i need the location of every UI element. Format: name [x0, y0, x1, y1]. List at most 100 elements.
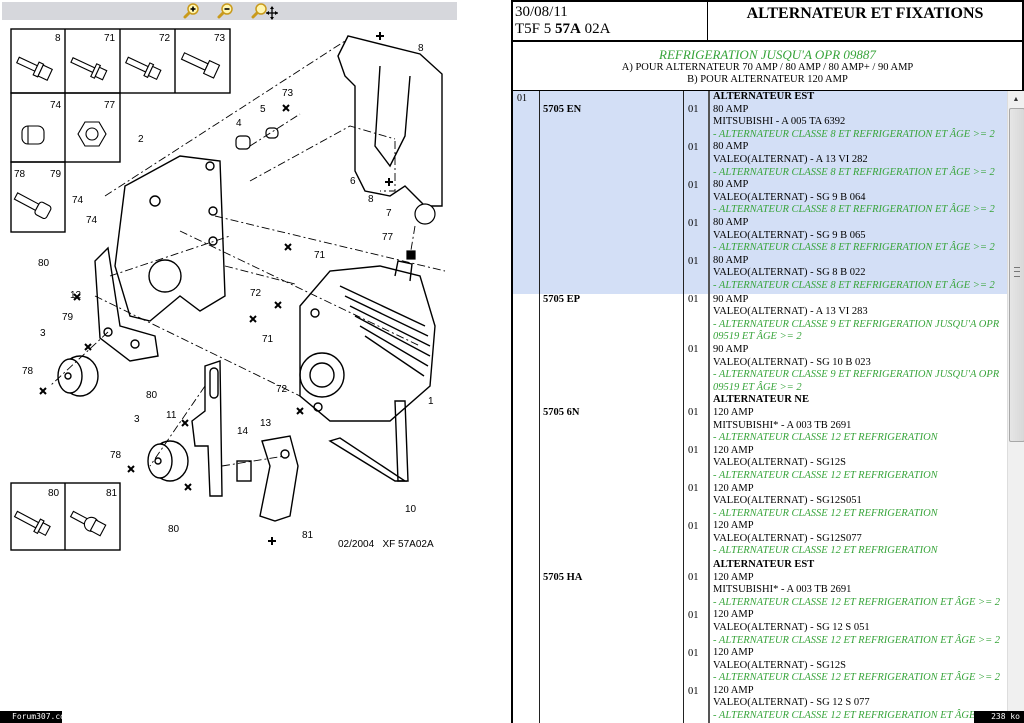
part-manufacturer: VALEO(ALTERNAT) - SG12S [713, 457, 847, 469]
part-reference: 5705 HA [539, 558, 684, 723]
parts-list-scrollbar[interactable]: ▲ [1007, 91, 1024, 723]
part-condition-note: - ALTERNATEUR CLASSE 12 ET REFRIGERATION… [713, 672, 1001, 684]
part-quantity: 01 [688, 293, 699, 305]
inset-label-81: 81 [106, 488, 118, 499]
part-manufacturer: VALEO(ALTERNAT) - SG12S [713, 659, 847, 671]
callout-73: 73 [282, 88, 294, 99]
zoom-in-button[interactable] [181, 2, 201, 20]
part-manufacturer: MITSUBISHI* - A 003 TB 2691 [713, 419, 852, 431]
part-condition-note: - ALTERNATEUR CLASSE 8 ET REFRIGERATION … [713, 204, 995, 216]
part-rating: 120 AMP [713, 647, 754, 659]
bracket-13 [259, 435, 299, 522]
part-manufacturer: MITSUBISHI* - A 003 TB 2691 [713, 584, 852, 596]
pulley-3b [147, 440, 189, 482]
part-rating: 120 AMP [713, 684, 754, 696]
part-quantity: 01 [688, 406, 699, 418]
callout-4: 4 [236, 118, 242, 129]
inset-label-79: 79 [50, 169, 62, 180]
magnifier-move-icon [251, 3, 278, 20]
part-rating: 80 AMP [713, 179, 749, 191]
part-quantity: 01 [688, 444, 699, 456]
part-quantity: 01 [688, 343, 699, 355]
quantity-column: 01 01 [683, 293, 710, 395]
scrollbar-thumb[interactable] [1009, 108, 1024, 442]
zoom-out-button[interactable] [215, 2, 235, 20]
part-condition-note: - ALTERNATEUR CLASSE 12 ET REFRIGERATION… [713, 710, 1001, 722]
callout-81: 81 [302, 530, 314, 541]
inset-label-8: 8 [55, 33, 61, 44]
diagram-toolbar [2, 2, 457, 20]
callout-7: 7 [386, 208, 392, 219]
part-manufacturer: VALEO(ALTERNAT) - SG 12 S 077 [713, 697, 870, 709]
callout-5: 5 [260, 104, 266, 115]
magnifier-plus-icon [183, 3, 199, 19]
group-index [513, 394, 540, 559]
callout-80c: 80 [168, 524, 180, 535]
part-rating: 80 AMP [713, 216, 749, 228]
part-quantity: 01 [688, 103, 699, 115]
part-reference: 5705 6N [539, 394, 684, 559]
part-manufacturer: VALEO(ALTERNAT) - SG 9 B 065 [713, 229, 866, 241]
callout-14: 14 [237, 426, 249, 437]
part-reference-text: 5705 6N [543, 406, 580, 418]
part-manufacturer: VALEO(ALTERNAT) - SG12S077 [713, 532, 862, 544]
scroll-up-arrow-icon[interactable]: ▲ [1012, 95, 1020, 103]
pan-button[interactable] [249, 2, 279, 20]
callout-71a: 71 [314, 250, 326, 261]
part-manufacturer: VALEO(ALTERNAT) - SG12S051 [713, 495, 862, 507]
part-manufacturer: MITSUBISHI - A 005 TA 6392 [713, 116, 846, 128]
part-rating: 120 AMP [713, 482, 754, 494]
sheet-header: 30/08/11 T5F 5 57A 02A ALTERNATEUR ET FI… [511, 0, 1024, 42]
inset-label-73: 73 [214, 33, 226, 44]
callout-77: 77 [382, 232, 394, 243]
inset-label-80: 80 [48, 488, 60, 499]
part-reference: 5705 EP [539, 293, 684, 395]
sheet-title: ALTERNATEUR ET FIXATIONS [746, 5, 984, 22]
heat-shield-6 [337, 35, 443, 207]
part-condition-note: - ALTERNATEUR CLASSE 12 ET REFRIGERATION [713, 545, 938, 557]
inset-label-72: 72 [159, 33, 171, 44]
part-rating: 120 AMP [713, 444, 754, 456]
part-condition-note: - ALTERNATEUR CLASSE 12 ET REFRIGERATION… [713, 634, 1001, 646]
callout-80b: 80 [146, 390, 158, 401]
sheet-date: 30/08/11 [515, 4, 568, 20]
group-title: ALTERNATEUR NE [713, 394, 809, 406]
part-manufacturer: VALEO(ALTERNAT) - SG 10 B 023 [713, 356, 871, 368]
callout-8a: 8 [418, 43, 424, 54]
tensioner-11 [191, 360, 223, 497]
callout-74b: 74 [86, 215, 98, 226]
inset-label-78: 78 [14, 169, 26, 180]
part-rating: 120 AMP [713, 520, 754, 532]
inset-label-77: 77 [104, 100, 116, 111]
callout-labels: 1 2 3 3 4 5 6 7 8 8 10 11 12 13 14 71 71… [22, 43, 434, 541]
group-title: ALTERNATEUR EST [713, 558, 815, 570]
part-reference-text: 5705 HA [543, 571, 583, 583]
scrollbar-grip-icon [1014, 267, 1020, 277]
callout-11: 11 [166, 410, 177, 421]
